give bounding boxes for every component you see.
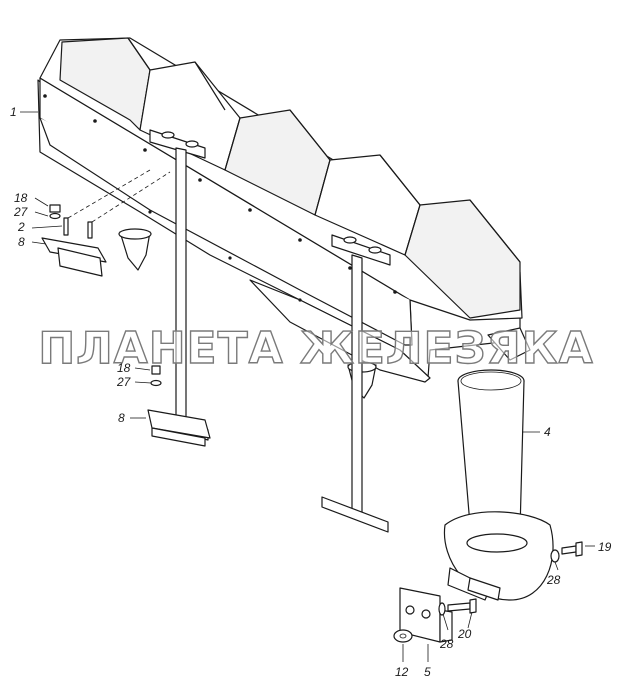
callout-5: 5: [424, 665, 431, 679]
callout-18-lower: 18: [117, 361, 131, 375]
bolt-20: [438, 598, 477, 616]
lower-fastener-set: [147, 365, 211, 447]
callout-1: 1: [10, 105, 17, 119]
callout-2: 2: [17, 220, 25, 234]
tank-bolts: [43, 94, 397, 302]
callout-18-upper: 18: [14, 191, 28, 205]
air-intake-hose: [443, 369, 554, 601]
callout-19: 19: [598, 540, 612, 554]
tank-assembly: [37, 37, 531, 399]
left-support-bracket: [149, 129, 209, 441]
callout-28-lower: 28: [439, 637, 454, 651]
callout-8-lower: 8: [118, 411, 125, 425]
callout-8-upper: 8: [18, 235, 25, 249]
callout-28-right: 28: [546, 573, 561, 587]
nut-12: [393, 629, 413, 643]
callout-20: 20: [457, 627, 472, 641]
right-support-bracket: [321, 234, 391, 533]
upper-fastener-set: [41, 169, 171, 277]
leader-lines: [20, 111, 595, 662]
callout-12: 12: [395, 665, 409, 679]
callout-27-lower: 27: [116, 375, 132, 389]
bolt-19: [550, 541, 583, 563]
clamp-plate: [399, 587, 453, 643]
callout-labels: 1 18 27 2 8 18 27 8 4 19 28 20 28 12 5: [10, 105, 612, 679]
watermark-text: ПЛАНЕТА ЖЕЛЕЗЯКА: [38, 323, 593, 374]
callout-4: 4: [544, 425, 551, 439]
callout-27-upper: 27: [13, 205, 29, 219]
